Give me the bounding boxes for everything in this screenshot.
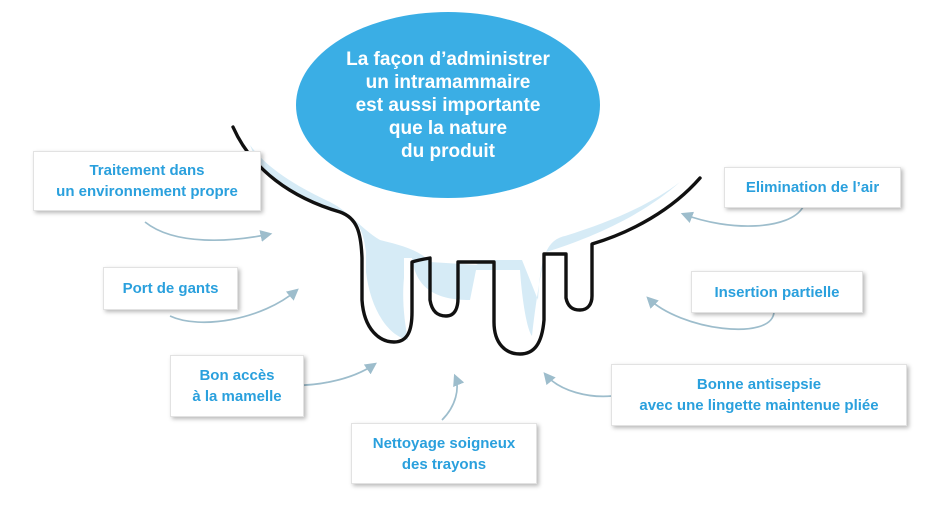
step-label-line: Bonne antisepsie xyxy=(696,376,822,393)
arrow-insertion xyxy=(646,296,775,331)
step-box-nettoyage: Nettoyage soigneux des trayons xyxy=(351,423,537,484)
step-label-line: Insertion partielle xyxy=(714,283,840,301)
arrow-gants xyxy=(169,288,299,323)
main-message-line: que la nature xyxy=(388,117,508,139)
main-message-bubble: La façon d’administrer un intramammaire … xyxy=(296,12,600,198)
step-label-line: des trayons xyxy=(401,455,487,473)
step-box-traitement: Traitement dans un environnement propre xyxy=(33,151,261,211)
step-label-line: à la mamelle xyxy=(192,388,282,405)
step-label-line: un environnement propre xyxy=(56,183,238,200)
step-label-line: Traitement dans xyxy=(89,162,205,179)
main-message-line: est aussi importante xyxy=(355,94,541,116)
main-message-line: du produit xyxy=(401,140,495,162)
arrow-traitement xyxy=(144,221,273,242)
step-label-line: avec une lingette maintenue pliée xyxy=(639,397,879,414)
step-box-acces: Bon accès à la mamelle xyxy=(170,355,304,417)
step-label-line: Port de gants xyxy=(122,280,219,297)
step-box-gants: Port de gants xyxy=(103,267,238,310)
step-box-insertion: Insertion partielle xyxy=(691,271,863,313)
step-label-line: Bon accès xyxy=(199,367,275,384)
arrow-air xyxy=(680,206,804,227)
arrow-nettoyage xyxy=(441,373,465,421)
step-label-line: Elimination de l’air xyxy=(745,179,880,196)
step-label-line: Nettoyage soigneux xyxy=(372,434,516,452)
step-box-air: Elimination de l’air xyxy=(724,167,901,208)
main-message-line: un intramammaire xyxy=(365,71,531,93)
main-message-line: La façon d’administrer xyxy=(346,48,550,70)
udder-illustration xyxy=(231,125,702,356)
arrow-antisepsie xyxy=(543,372,613,398)
udder-outline xyxy=(231,125,702,356)
step-box-antisepsie: Bonne antisepsie avec une lingette maint… xyxy=(611,364,907,426)
